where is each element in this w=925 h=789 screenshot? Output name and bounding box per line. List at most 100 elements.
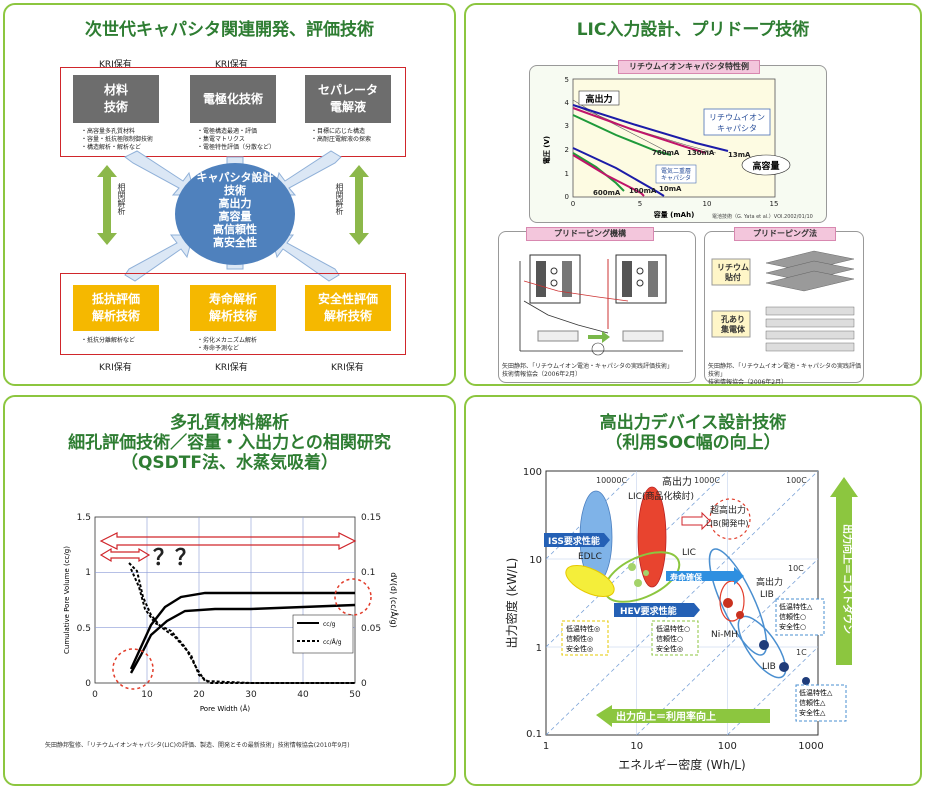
ytick: 10	[529, 555, 542, 566]
edlc-label-line2: キャパシタ	[661, 174, 691, 182]
panel3-title: 多孔質材料解析 細孔評価技術／容量・入出力との相関研究 （QSDTF法、水蒸気吸…	[68, 413, 391, 473]
c-rate-label: 1C	[796, 648, 807, 657]
pore-legend-box	[292, 614, 354, 654]
ytick: 2	[565, 146, 569, 154]
pore-plot-area	[94, 516, 356, 684]
xtick: 1000	[798, 741, 823, 752]
panel2-title: LIC入力設計、プリドープ技術	[576, 20, 810, 40]
pore-distribution-chart: ？？ cc/g cc/Å/g 0 10 20 30 40 50 0 0.5 1 …	[63, 513, 400, 713]
ytick: 1	[565, 170, 569, 178]
iss-label: ISS要求性能	[548, 535, 600, 547]
predoping-method-diagram	[711, 250, 855, 352]
li-foil-label: リチウム 貼付	[717, 263, 749, 282]
ytick: 5	[565, 76, 569, 84]
hp-lib-label-2: LIB	[760, 590, 774, 600]
ytick: 0	[565, 193, 569, 201]
capacitor-design-core: キャパシタ設計 技術 高出力 高容量 高信頼性 高安全性	[175, 163, 295, 265]
ytick: 1	[536, 643, 542, 654]
c-rate-line-1000c	[546, 471, 728, 648]
panel4-title: 高出力デバイス設計技術 （利用SOC幅の向上）	[599, 413, 787, 453]
resistance-notes: ・抵抗分離解析など	[81, 337, 136, 344]
data-point-lib	[779, 662, 789, 672]
xtick: 30	[245, 690, 257, 700]
ragone-xlabel: エネルギー密度 (Wh/L)	[618, 757, 745, 772]
edlc-curve-magenta	[572, 154, 645, 197]
pore-range-arrow-wide	[99, 532, 357, 550]
lic-label-line1: リチウムイオン	[709, 113, 765, 122]
highlight-circle-large-pores	[334, 578, 372, 616]
xtick: 1	[543, 741, 549, 752]
lic-chart-source: 電池技術（G. Yata et al.）VOl.2002/01/10	[712, 213, 813, 220]
lib-dev-label-1: 超高出力	[710, 504, 746, 516]
c-rate-label: 1000C	[694, 476, 720, 485]
lib-label: LIB	[762, 662, 776, 672]
panel-porous-material: 多孔質材料解析 細孔評価技術／容量・入出力との相関研究 （QSDTF法、水蒸気吸…	[3, 395, 456, 786]
ytick-left: 0	[85, 679, 91, 689]
lic-product-label-1: 高出力	[662, 475, 692, 488]
separator-electrolyte-block: セパレータ 電解液	[305, 75, 391, 123]
lic-curve-magenta	[572, 107, 707, 154]
c-rate-label: 10000C	[596, 476, 627, 485]
lic-label: LIC	[682, 548, 696, 558]
xtick: 50	[349, 690, 361, 700]
xtick: 40	[297, 690, 309, 700]
differential-curves	[128, 562, 355, 684]
hev-requirement-tag	[614, 603, 700, 617]
ytick-right: 0.05	[361, 624, 381, 634]
xtick: 15	[770, 200, 779, 208]
edlc-yellow-region	[565, 565, 615, 597]
ytick: 0.1	[526, 729, 542, 740]
cumulative-curve-1	[129, 591, 355, 670]
lic-curve-mid	[572, 104, 717, 154]
kri-label: KRI保有	[99, 363, 132, 373]
power-utilization-label: 出力向上＝利用率向上	[616, 710, 716, 723]
edlc-label-box	[655, 164, 697, 184]
lic-label-line2: キャパシタ	[717, 124, 757, 133]
high-capacity-ellipse	[741, 154, 791, 176]
nimh-label: Ni-MH	[711, 630, 738, 640]
ytick-right: 0	[361, 679, 367, 689]
hp-lib-label-1: 高出力	[756, 576, 783, 588]
lic-product-region	[637, 486, 667, 588]
cost-down-label: 出力向上＝コストダウン	[841, 524, 854, 634]
edlc-label-line1: 電気二重層	[661, 167, 691, 175]
xtick: 20	[193, 690, 205, 700]
cumulative-curves	[129, 591, 356, 674]
kri-label: KRI保有	[331, 363, 364, 373]
props-hplib-2: 信頼性○	[779, 612, 806, 621]
props-lic-3: 安全性◎	[566, 644, 593, 653]
pore-xlabel: Pore Width (Å)	[200, 704, 251, 713]
lic-discharge-chart: 電圧 (V) 容量 (mAh) 0 1 2 3 4 5 0 5 10 15 高出…	[542, 76, 813, 220]
props-lib-1: 低温特性△	[799, 688, 833, 697]
legend-entry: cc/g	[323, 621, 336, 628]
data-point-lic	[643, 570, 649, 576]
predoping-mechanism-diagram	[519, 254, 683, 356]
legend-entry: cc/Å/g	[323, 639, 342, 646]
life-label: 寿命確保	[670, 572, 703, 582]
lib-dev-label-2: LIB(開発中)	[706, 518, 749, 528]
bottom-tech-box	[60, 273, 406, 355]
ragone-ylabel: 出力密度 (kW/L)	[504, 558, 519, 649]
edlc-curve-10ma	[572, 147, 665, 197]
pore-ylabel-right: dV(d) (cc/Å/g)	[389, 572, 400, 627]
separator-notes: ・目標に応じた構造 ・高耐圧電解液の探索	[311, 128, 372, 143]
props-box-nimh	[651, 620, 699, 656]
panel-capacitor-dev: 次世代キャパシタ関連開発、評価技術 KRI保有 KRI保有 材料 技術 電極化技…	[3, 3, 456, 386]
high-power-label: 高出力	[585, 93, 612, 105]
c-rate-label: 10C	[788, 564, 804, 573]
edlc-label: EDLC	[578, 552, 602, 562]
current-label: 100mA	[629, 187, 657, 195]
ytick-right: 0.1	[361, 568, 375, 578]
ytick: 4	[565, 99, 570, 107]
lic-label-box	[703, 108, 771, 136]
high-capacity-label: 高容量	[752, 160, 779, 172]
life-notes: ・劣化メカニズム解析 ・寿命予測など	[197, 337, 258, 352]
props-lic-2: 信頼性◎	[566, 634, 593, 643]
electrode-tech-block: 電極化技術	[190, 75, 276, 123]
data-point-hp-lib	[723, 598, 733, 608]
props-box-hp-lib	[775, 598, 825, 636]
props-nimh-2: 信頼性○	[656, 634, 683, 643]
ytick-left: 1	[85, 568, 91, 578]
life-arrow	[666, 567, 744, 585]
arrow-correlation-right	[349, 165, 369, 245]
